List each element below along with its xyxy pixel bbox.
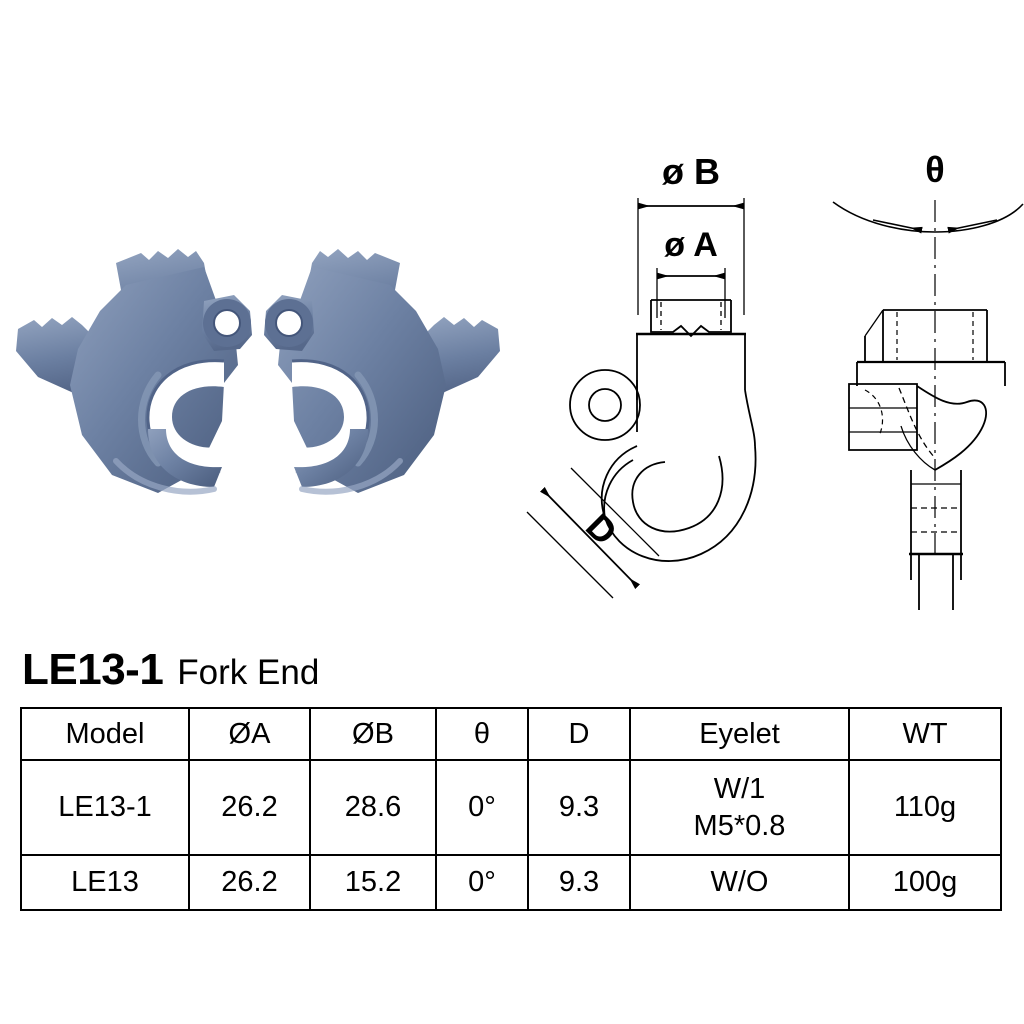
dim-label-dia-a: ø A [664, 226, 718, 264]
header-eyelet: Eyelet [629, 707, 850, 761]
table-row: LE13-1 26.2 28.6 0° 9.3 W/1 M5*0.8 110g [20, 759, 1002, 856]
cell-d: 9.3 [527, 759, 631, 856]
header-model: Model [20, 707, 190, 761]
cell-eyelet: W/O [629, 854, 850, 911]
side-view [832, 200, 1024, 610]
table-row: LE13 26.2 15.2 0° 9.3 W/O 100g [20, 854, 1002, 911]
cell-theta: 0° [435, 854, 529, 911]
dim-label-d: D [578, 505, 625, 552]
cell-wt: 110g [848, 759, 1002, 856]
dim-label-dia-b: ø B [662, 151, 720, 192]
cell-eyelet: W/1 M5*0.8 [629, 759, 850, 856]
title-model: LE13-1 [22, 645, 164, 694]
illustration-band: ø B ø A D θ [8, 140, 1024, 640]
dim-label-theta: θ [925, 149, 944, 190]
cell-dia-b: 28.6 [309, 759, 437, 856]
header-theta: θ [435, 707, 529, 761]
cell-dia-b: 15.2 [309, 854, 437, 911]
header-dia-a: ØA [188, 707, 311, 761]
product-photo-pair [8, 225, 508, 525]
header-dia-b: ØB [309, 707, 437, 761]
cell-model: LE13-1 [20, 759, 190, 856]
cell-model: LE13 [20, 854, 190, 911]
title-description: Fork End [177, 653, 320, 692]
cell-wt: 100g [848, 854, 1002, 911]
header-d: D [527, 707, 631, 761]
technical-drawing: ø B ø A D θ [505, 140, 1024, 640]
page-title: LE13-1 Fork End [22, 648, 319, 692]
cell-theta: 0° [435, 759, 529, 856]
cell-dia-a: 26.2 [188, 759, 311, 856]
cell-d: 9.3 [527, 854, 631, 911]
cell-eyelet-line1: W/1 [713, 773, 766, 806]
specification-table: Model ØA ØB θ D Eyelet WT LE13-1 26.2 28… [20, 707, 1002, 911]
product-photo-left [16, 249, 252, 495]
header-wt: WT [848, 707, 1002, 761]
table-header-row: Model ØA ØB θ D Eyelet WT [20, 707, 1002, 761]
cell-eyelet-line2: M5*0.8 [693, 809, 786, 842]
cell-dia-a: 26.2 [188, 854, 311, 911]
front-view [526, 198, 757, 599]
product-photo-right [264, 249, 500, 495]
